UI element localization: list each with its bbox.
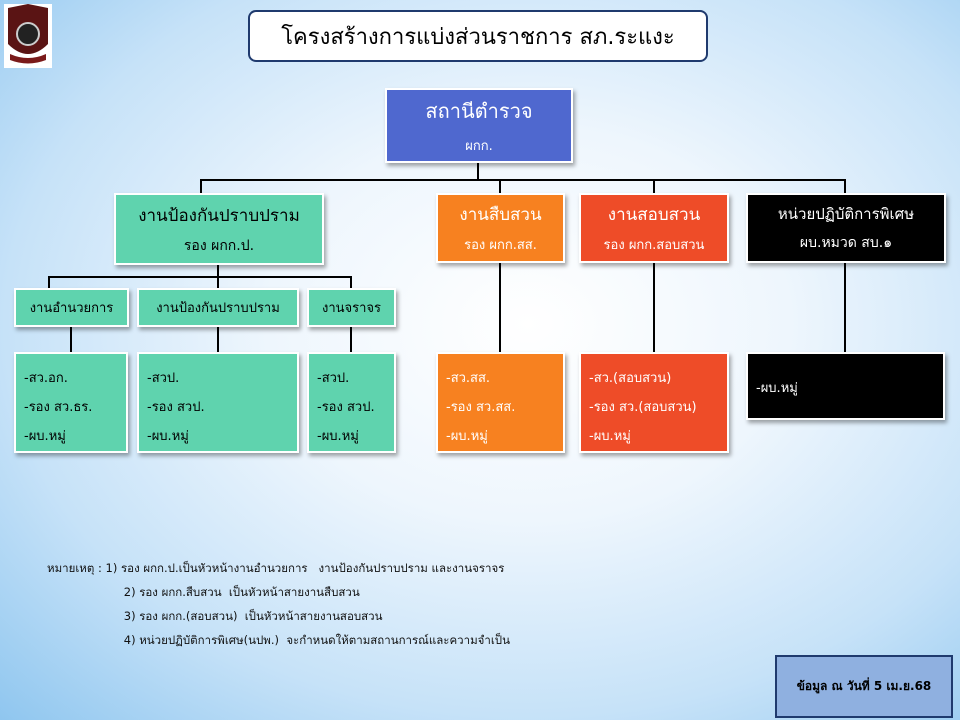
division-special-operations: หน่วยปฏิบัติการพิเศษ ผบ.หมวด สบ.๑ — [746, 193, 946, 263]
connector — [499, 179, 501, 352]
staff-list: -ผบ.หมู่ — [746, 352, 945, 420]
staff-list: -สว.สส. -รอง สว.สส. -ผบ.หมู่ — [436, 352, 565, 453]
division-subtitle: ผบ.หมวด สบ.๑ — [799, 235, 893, 251]
staff-list: -สว.อก. -รอง สว.ธร. -ผบ.หมู่ — [14, 352, 128, 453]
connector — [48, 276, 352, 278]
staff-item: -รอง สวป. — [147, 400, 205, 415]
staff-item: -ผบ.หมู่ — [147, 429, 189, 444]
date-note: ข้อมูล ณ วันที่ 5 เม.ย.68 — [775, 655, 953, 718]
staff-item: -ผบ.หมู่ — [589, 429, 631, 444]
note-line: หมายเหตุ : 1) รอง ผกก.ป.เป็นหัวหน้างานอำ… — [47, 561, 505, 575]
division-inquiry: งานสอบสวน รอง ผกก.สอบสวน — [579, 193, 729, 263]
staff-item: -ผบ.หมู่ — [446, 429, 488, 444]
division-subtitle: รอง ผกก.สส. — [464, 238, 537, 253]
subunit-crime-prevention: งานป้องกันปราบปราม — [137, 288, 299, 327]
staff-list: -สว.(สอบสวน) -รอง สว.(สอบสวน) -ผบ.หมู่ — [579, 352, 729, 453]
subunit-traffic: งานจราจร — [307, 288, 396, 327]
note-line: 3) รอง ผกก.(สอบสวน) เป็นหัวหน้าสายงานสอบ… — [47, 609, 383, 623]
note-line: 4) หน่วยปฏิบัติการพิเศษ(นปพ.) จะกำหนดให้… — [47, 633, 510, 647]
division-subtitle: รอง ผกก.ป. — [183, 237, 255, 254]
connector — [200, 179, 846, 181]
page-title: โครงสร้างการแบ่งส่วนราชการ สภ.ระแงะ — [248, 10, 708, 62]
staff-item: -สว.(สอบสวน) — [589, 371, 672, 386]
staff-item: -สวป. — [147, 371, 180, 386]
staff-item: -รอง สว.สส. — [446, 400, 516, 415]
connector — [217, 326, 219, 352]
connector — [70, 326, 72, 352]
note-line: 2) รอง ผกก.สืบสวน เป็นหัวหน้าสายงานสืบสว… — [47, 585, 360, 599]
division-crime-prevention: งานป้องกันปราบปราม รอง ผกก.ป. — [114, 193, 324, 265]
staff-item: -รอง สวป. — [317, 400, 375, 415]
division-title: งานสอบสวน — [607, 205, 701, 225]
root-title: สถานีตำรวจ — [425, 99, 533, 123]
staff-list: -สวป. -รอง สวป. -ผบ.หมู่ — [307, 352, 396, 453]
division-title: งานป้องกันปราบปราม — [138, 205, 300, 226]
root-subtitle: ผกก. — [465, 139, 493, 154]
division-title: หน่วยปฏิบัติการพิเศษ — [777, 205, 915, 223]
connector — [350, 276, 352, 288]
division-investigation: งานสืบสวน รอง ผกก.สส. — [436, 193, 565, 263]
notes: หมายเหตุ : 1) รอง ผกก.ป.เป็นหัวหน้างานอำ… — [47, 556, 510, 652]
subunit-administration: งานอำนวยการ — [14, 288, 129, 327]
connector — [48, 276, 50, 288]
staff-item: -สว.สส. — [446, 371, 491, 386]
staff-list: -สวป. -รอง สวป. -ผบ.หมู่ — [137, 352, 299, 453]
root-node-police-station: สถานีตำรวจ ผกก. — [385, 88, 573, 163]
connector — [200, 179, 202, 193]
connector — [350, 326, 352, 352]
connector — [844, 179, 846, 352]
police-emblem-logo — [4, 4, 52, 68]
staff-item: -ผบ.หมู่ — [24, 429, 66, 444]
staff-item: -สวป. — [317, 371, 350, 386]
staff-item: -สว.อก. — [24, 371, 68, 386]
connector — [217, 276, 219, 288]
staff-item: -ผบ.หมู่ — [317, 429, 359, 444]
division-subtitle: รอง ผกก.สอบสวน — [603, 238, 705, 253]
division-title: งานสืบสวน — [459, 205, 542, 225]
connector — [477, 162, 479, 180]
staff-item: -รอง สว.(สอบสวน) — [589, 400, 697, 415]
staff-item: -รอง สว.ธร. — [24, 400, 93, 415]
staff-item: -ผบ.หมู่ — [756, 381, 798, 396]
connector — [653, 179, 655, 352]
connector — [217, 264, 219, 277]
